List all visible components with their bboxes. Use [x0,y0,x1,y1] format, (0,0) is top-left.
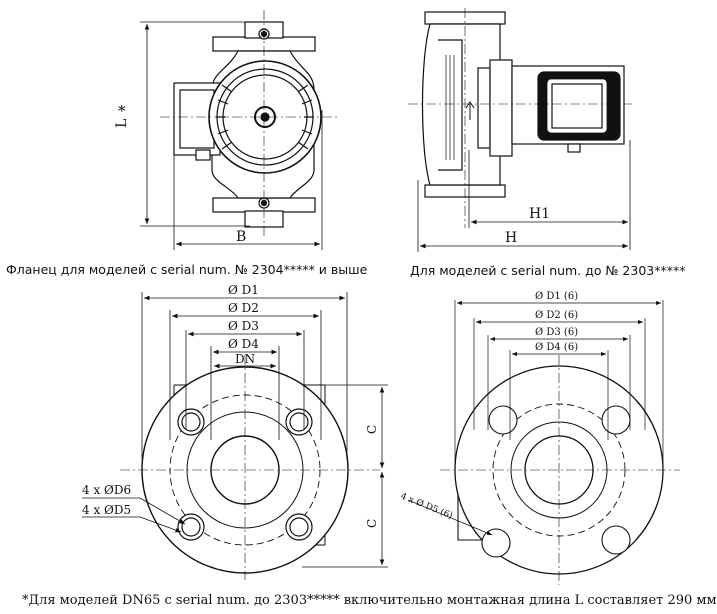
left-d4-label: Ø D4 [228,337,259,351]
left-bolt-d5-label: 4 x ØD5 [82,503,131,517]
left-d2-label: Ø D2 [228,301,259,315]
pump-front-view [160,10,340,237]
pump-side-view [408,8,632,228]
dim-L-asterisk: * [118,102,126,120]
dim-L-label: L [114,119,130,128]
left-dn-label: DN [235,352,255,366]
left-d3-label: Ø D3 [228,319,259,333]
right-bolt-label: 4 x Ø D5 (6) [399,491,454,522]
dim-B-label: B [236,229,246,245]
left-d1-label: Ø D1 [228,283,259,297]
left-c-bottom-label: C [365,519,379,528]
bolt-hole-top-right [601,405,631,435]
flange-left-dims [82,292,388,568]
flange-right [440,355,680,585]
dim-H1-label: H1 [529,206,550,222]
left-c-top-label: C [365,425,379,434]
dim-H-line [417,180,628,252]
dim-L-line [140,21,250,227]
footnote: *Для моделей DN65 с serial num. до 2303*… [22,593,717,608]
bolt-hole-bottom-right [601,525,631,555]
right-d3-label: Ø D3 (6) [535,327,578,338]
right-d4-label: Ø D4 (6) [535,342,578,353]
bolt-hole-top-left [177,408,205,436]
caption-left: Фланец для моделей с serial num. № 2304*… [6,262,368,277]
flange-left [120,355,380,580]
caption-right: Для моделей с serial num. до № 2303***** [410,263,686,278]
dim-B-line [173,110,323,250]
right-d1-label: Ø D1 (6) [535,291,578,302]
drawing-canvas: L * B H1 H Ø D1 Ø D2 Ø D3 Ø D4 DN C C 4 … [82,8,680,585]
dim-H1-line [468,140,631,250]
flange-right-dims [407,300,664,536]
left-bolt-d6-label: 4 x ØD6 [82,483,131,497]
dim-H-label: H [505,230,517,246]
right-d2-label: Ø D2 (6) [535,310,578,321]
bolt-hole-top-left [488,405,518,435]
bolt-hole-bottom-left [481,528,511,558]
